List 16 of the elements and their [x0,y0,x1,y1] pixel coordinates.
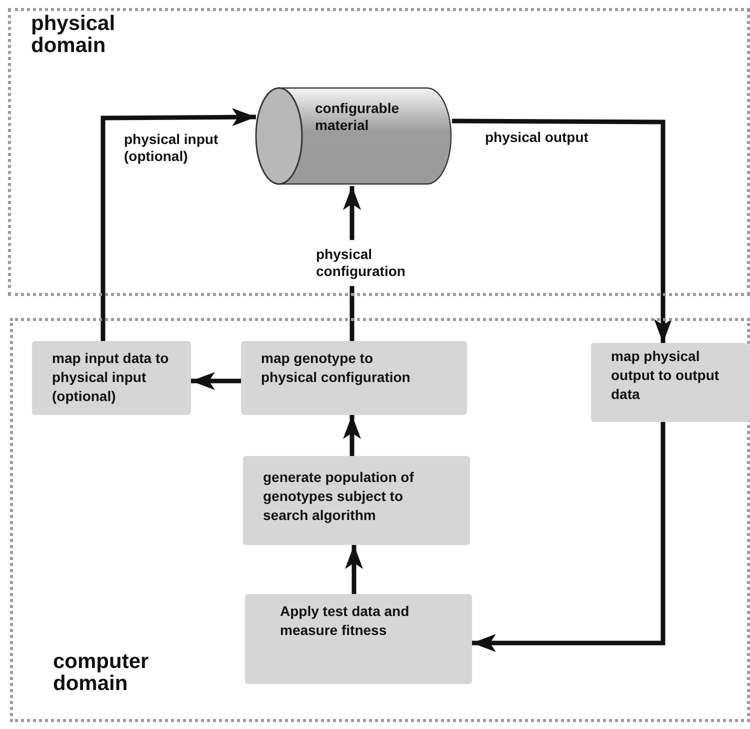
process-box: map physical output to output data [591,343,750,422]
process-box: map genotype to physical configuration [241,341,467,415]
computer-domain-region [10,318,750,722]
arrow [191,372,241,390]
arrow [100,108,256,341]
process-box: map input data to physical input (optional) [32,341,191,415]
arrow [345,545,363,594]
arrow [472,422,666,652]
process-box: generate population of genotypes subject to search algorithm [243,456,470,545]
arrow [452,118,672,343]
domain-heading: physical domain [31,13,116,57]
domain-heading: computer domain [53,651,150,695]
arrow [343,415,361,456]
edge-label: physical output [485,129,588,146]
node-label: configurable material [315,100,400,134]
process-box: Apply test data and measure fitness [245,594,472,684]
